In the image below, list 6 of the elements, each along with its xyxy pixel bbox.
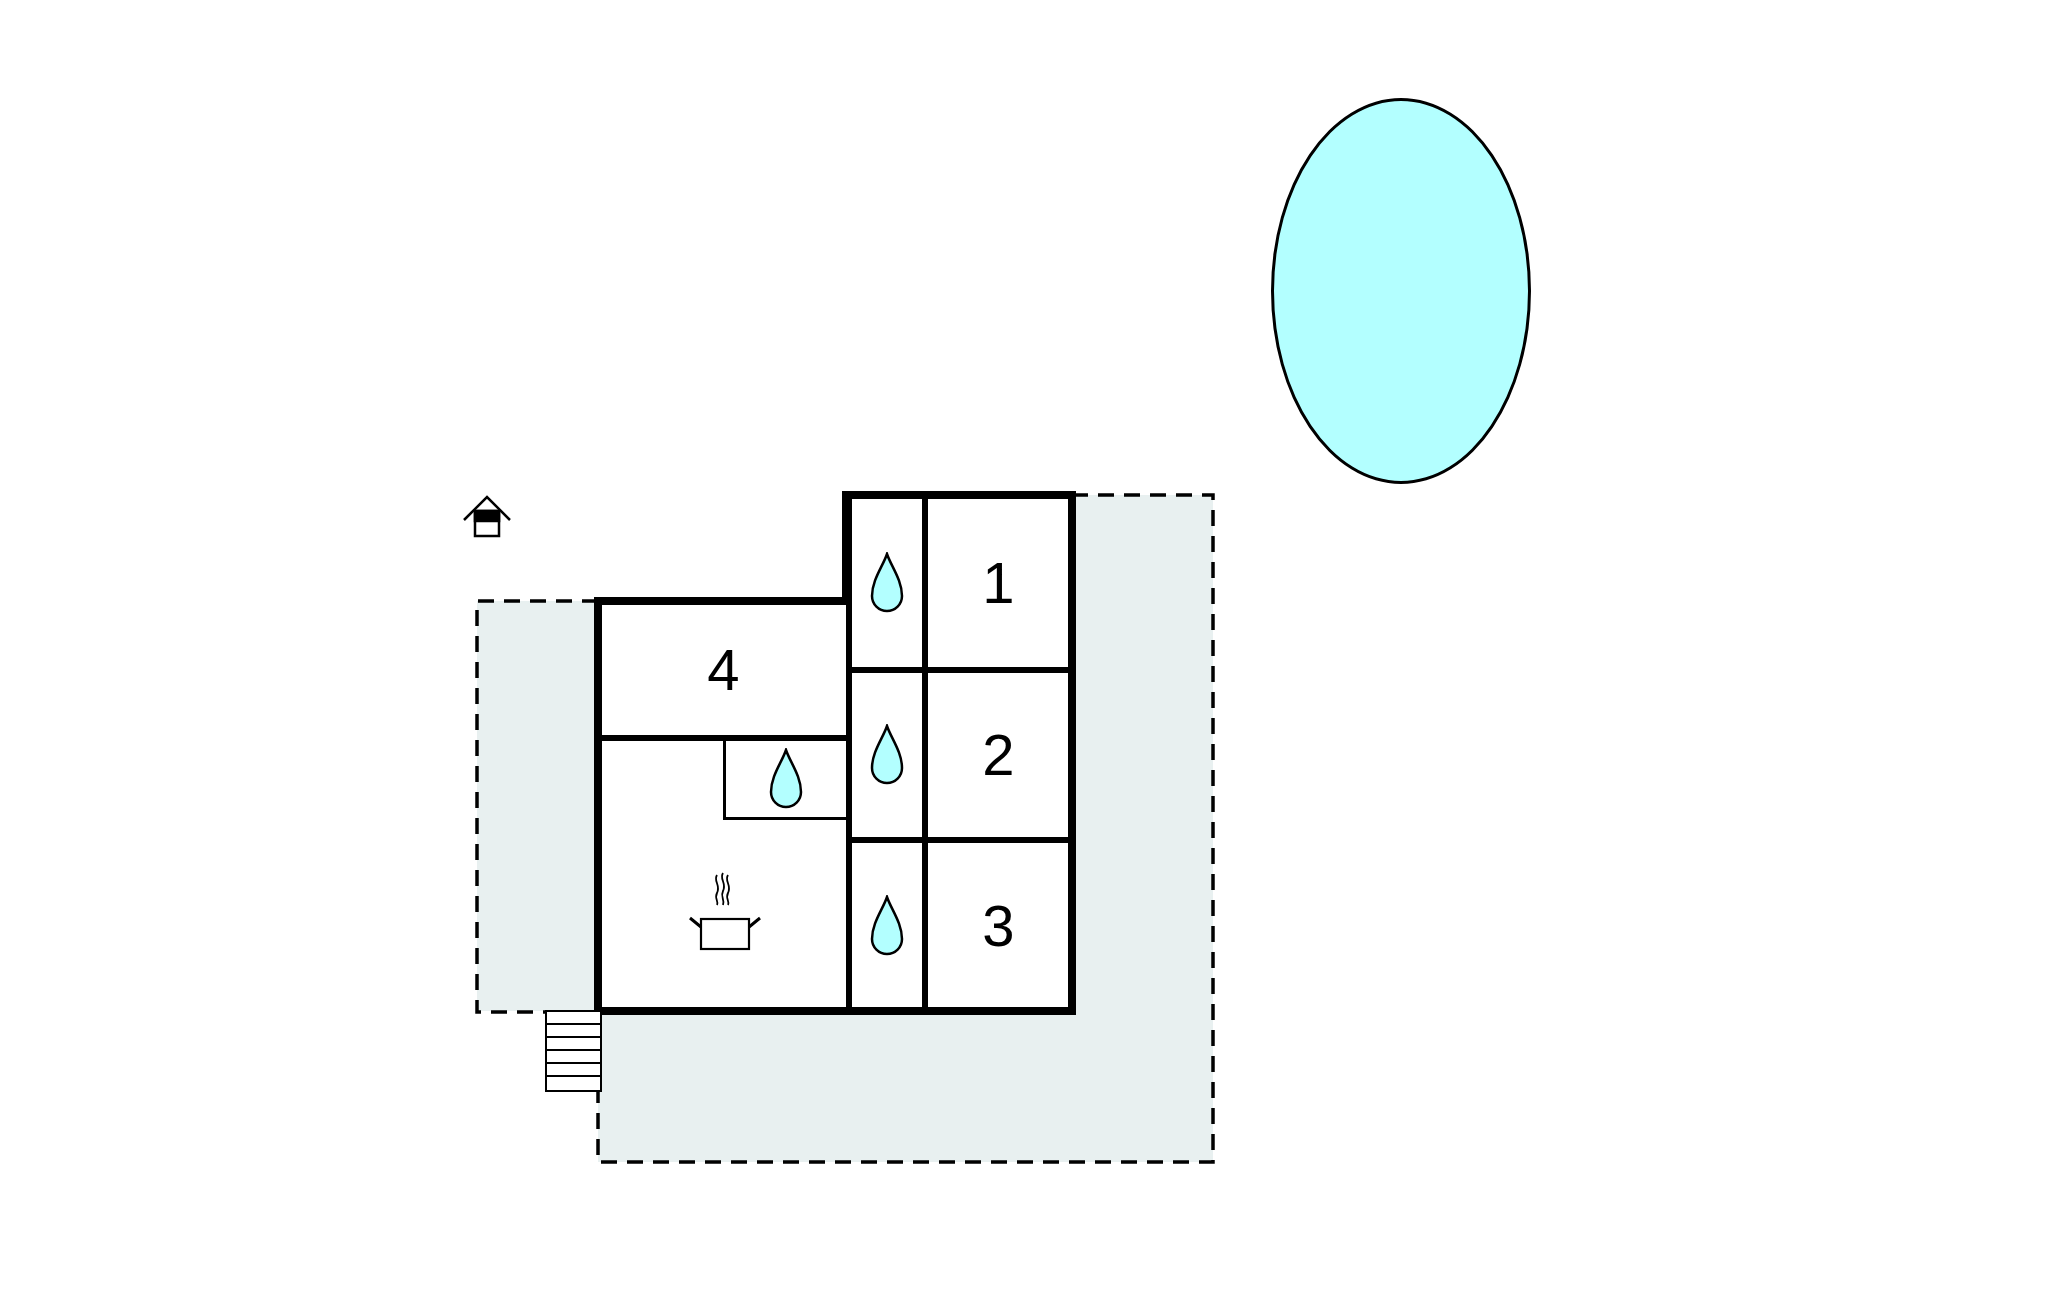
- room-number: 1: [982, 553, 1015, 612]
- room-number: 2: [982, 726, 1015, 784]
- room-number: 3: [982, 896, 1015, 955]
- bathroom: [849, 670, 925, 840]
- room-number: 4: [707, 640, 740, 699]
- bathroom: [723, 738, 849, 820]
